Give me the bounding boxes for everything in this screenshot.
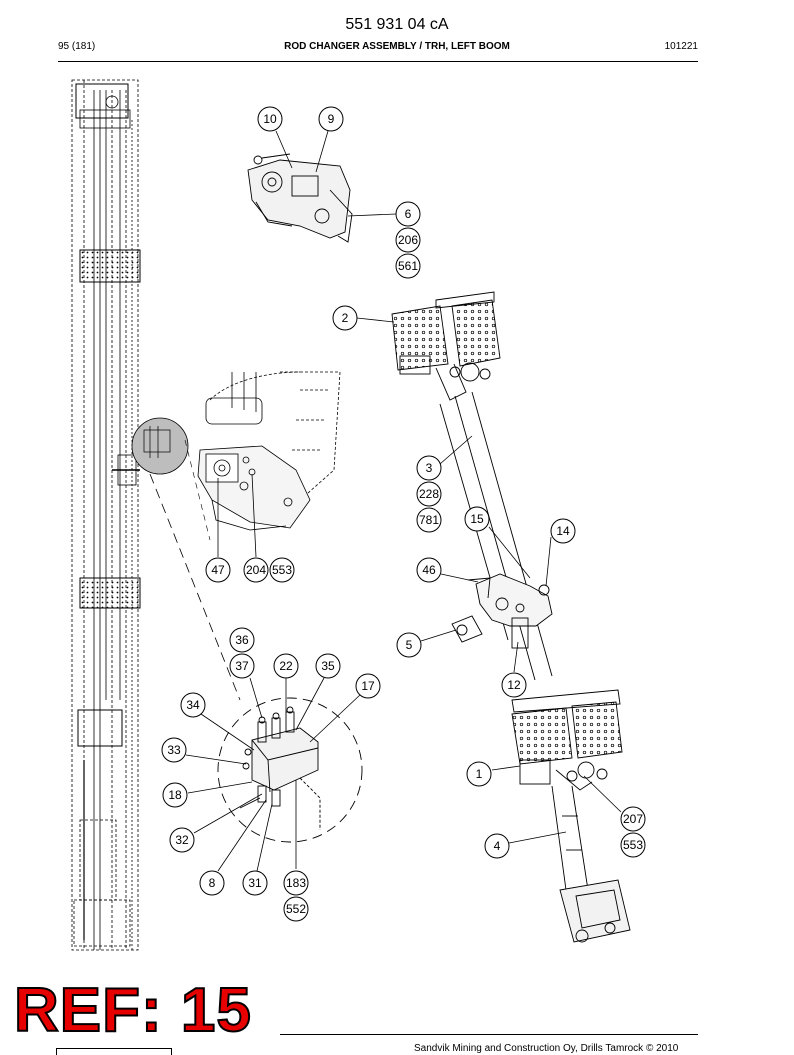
rod-changer-column-drawing (391, 291, 631, 943)
svg-text:204: 204 (246, 563, 266, 577)
callout-33: 33 (161, 737, 187, 763)
callout-31: 31 (242, 870, 268, 896)
svg-text:10: 10 (263, 112, 277, 126)
detail-circle-small (131, 417, 189, 475)
callout-204: 204 (243, 557, 269, 583)
callout-8: 8 (199, 870, 225, 896)
ref-stamp: REF: 15 (13, 976, 252, 1045)
svg-text:207: 207 (623, 812, 643, 826)
callout-183: 183 (283, 870, 309, 896)
svg-text:2: 2 (342, 311, 349, 325)
svg-text:1: 1 (476, 767, 483, 781)
callout-10: 10 (257, 106, 283, 132)
callout-32: 32 (169, 827, 195, 853)
svg-text:552: 552 (286, 902, 306, 916)
svg-text:228: 228 (419, 487, 439, 501)
callout-4: 4 (484, 833, 510, 859)
valve-detail-drawing (197, 371, 341, 531)
boom-full-view (71, 79, 141, 951)
svg-text:15: 15 (470, 512, 484, 526)
callout-206: 206 (395, 227, 421, 253)
svg-text:4: 4 (494, 839, 501, 853)
callout-9: 9 (318, 106, 344, 132)
header-rule (58, 61, 698, 62)
callout-22: 22 (273, 653, 299, 679)
svg-text:47: 47 (211, 563, 225, 577)
callout-207: 207 (620, 806, 646, 832)
leader-lines (185, 130, 622, 872)
svg-text:12: 12 (507, 678, 521, 692)
svg-text:781: 781 (419, 513, 439, 527)
head-assembly-drawing (247, 153, 353, 243)
footer-copyright: Sandvik Mining and Construction Oy, Dril… (414, 1043, 679, 1054)
svg-text:8: 8 (209, 876, 216, 890)
callout-18: 18 (162, 782, 188, 808)
svg-text:206: 206 (398, 233, 418, 247)
svg-text:33: 33 (167, 743, 181, 757)
callout-1: 1 (466, 761, 492, 787)
callout-37: 37 (229, 653, 255, 679)
callout-552: 552 (283, 896, 309, 922)
svg-text:31: 31 (248, 876, 262, 890)
svg-text:37: 37 (235, 659, 249, 673)
svg-text:46: 46 (422, 563, 436, 577)
callout-36: 36 (229, 627, 255, 653)
svg-text:32: 32 (175, 833, 189, 847)
svg-text:553: 553 (623, 838, 643, 852)
callout-35: 35 (315, 653, 341, 679)
callout-6: 6 (395, 201, 421, 227)
svg-text:183: 183 (286, 876, 306, 890)
svg-text:17: 17 (361, 679, 375, 693)
svg-text:35: 35 (321, 659, 335, 673)
callout-3: 3 (416, 455, 442, 481)
callout-228: 228 (416, 481, 442, 507)
svg-text:14: 14 (556, 524, 570, 538)
callout-12: 12 (501, 672, 527, 698)
svg-text:553: 553 (272, 563, 292, 577)
callout-17: 17 (355, 673, 381, 699)
callout-47: 47 (205, 557, 231, 583)
callout-14: 14 (550, 518, 576, 544)
svg-text:34: 34 (186, 698, 200, 712)
footer-rule (280, 1034, 698, 1035)
date-code: 101221 (664, 41, 698, 52)
callout-553-lower: 553 (620, 832, 646, 858)
callout-34: 34 (180, 692, 206, 718)
callout-553: 553 (269, 557, 295, 583)
detail-circle-large (217, 697, 363, 843)
svg-text:9: 9 (328, 112, 335, 126)
document-number: 551 931 04 cA (345, 16, 449, 33)
callout-5: 5 (396, 632, 422, 658)
callout-2: 2 (332, 305, 358, 331)
svg-text:3: 3 (426, 461, 433, 475)
svg-text:36: 36 (235, 633, 249, 647)
svg-text:6: 6 (405, 207, 412, 221)
page-number: 95 (181) (58, 41, 96, 52)
callout-46: 46 (416, 557, 442, 583)
callout-781: 781 (416, 507, 442, 533)
svg-text:5: 5 (406, 638, 413, 652)
svg-text:22: 22 (279, 659, 293, 673)
valve-block-drawing (239, 706, 321, 830)
callout-561: 561 (395, 253, 421, 279)
detail-leader-line (149, 473, 241, 701)
svg-text:561: 561 (398, 259, 418, 273)
svg-text:18: 18 (168, 788, 182, 802)
callout-15: 15 (464, 506, 490, 532)
page-title: ROD CHANGER ASSEMBLY / TRH, LEFT BOOM (284, 41, 510, 52)
sandvik-logo-icon (56, 1048, 172, 1055)
